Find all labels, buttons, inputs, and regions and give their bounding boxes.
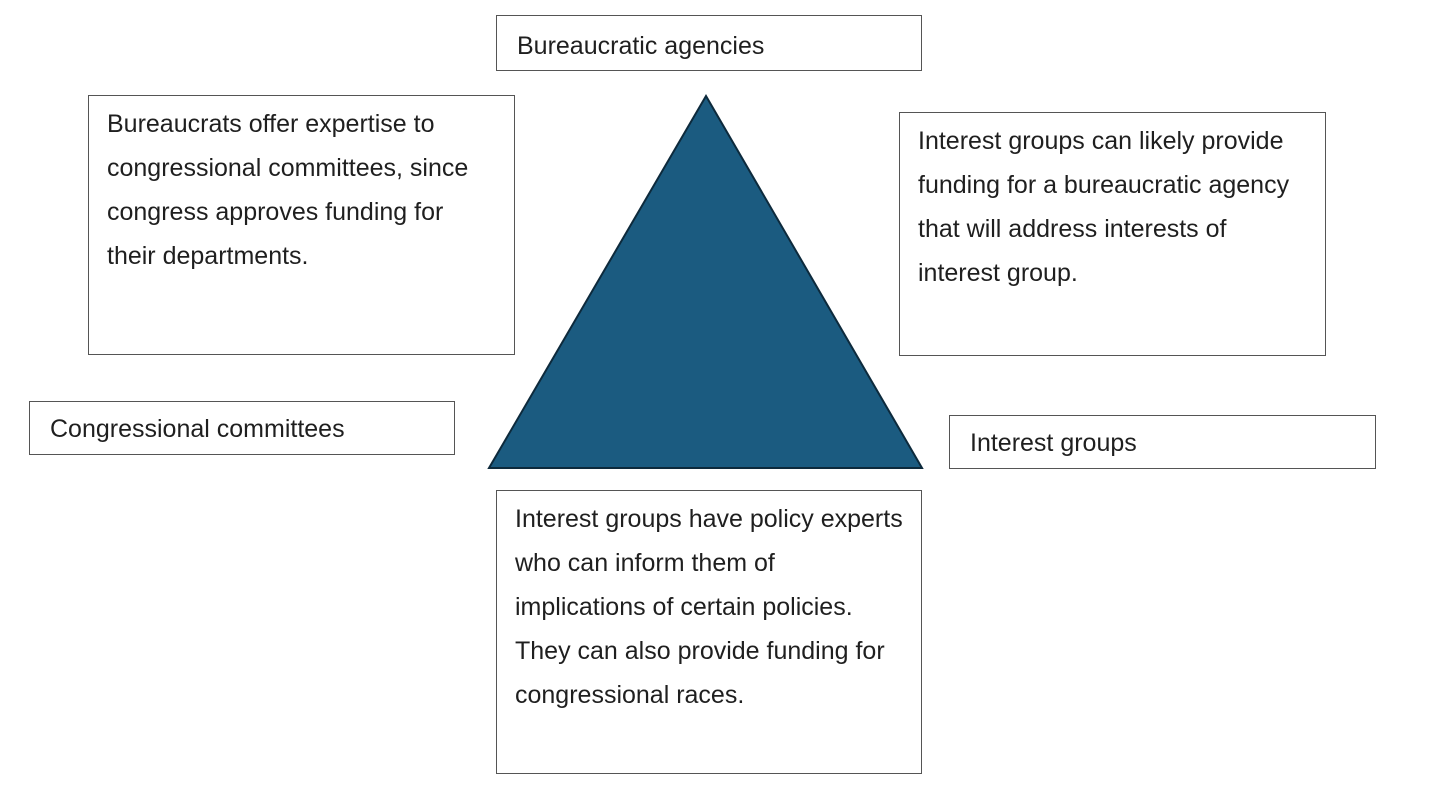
bureaucrats-expertise-note: Bureaucrats offer expertise to congressi… bbox=[88, 95, 515, 355]
interest-groups-funding-note: Interest groups can likely provide fundi… bbox=[899, 112, 1326, 356]
note-top-right-text: Interest groups can likely provide fundi… bbox=[918, 127, 1290, 287]
interest-groups-experts-note: Interest groups have policy experts who … bbox=[496, 490, 922, 774]
note-bottom-text: Interest groups have policy experts who … bbox=[515, 505, 903, 709]
node-right-text: Interest groups bbox=[970, 429, 1137, 457]
congressional-committees-label: Congressional committees bbox=[29, 401, 455, 455]
note-top-left-text: Bureaucrats offer expertise to congressi… bbox=[107, 110, 469, 270]
bureaucratic-agencies-label: Bureaucratic agencies bbox=[496, 15, 922, 71]
triangle-shape bbox=[487, 94, 924, 469]
node-left-text: Congressional committees bbox=[50, 415, 345, 443]
interest-groups-label: Interest groups bbox=[949, 415, 1376, 469]
node-top-text: Bureaucratic agencies bbox=[517, 32, 765, 60]
